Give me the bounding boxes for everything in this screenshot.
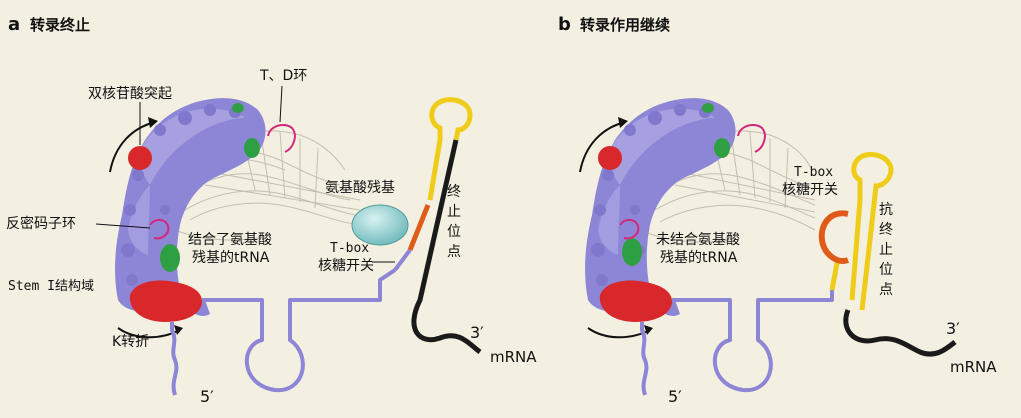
label-td-loop: T、D环	[259, 68, 307, 84]
svg-text:止: 止	[879, 242, 893, 258]
k-turn-region-a	[129, 280, 203, 322]
panel-a-title: 转录终止	[30, 16, 90, 34]
dinucleotide-bulge-a	[128, 146, 152, 170]
k-turn-region-b	[599, 280, 673, 322]
tbox-arc-b	[818, 210, 850, 264]
svg-text:终: 终	[447, 184, 461, 200]
terminator-orange-a	[407, 204, 431, 251]
label-tbox-a-1: T-box	[330, 241, 369, 256]
arrow-head-bottom-b	[644, 325, 653, 335]
leader-strand-a	[170, 268, 397, 396]
terminator-black-a	[411, 139, 482, 355]
svg-text:止: 止	[447, 204, 461, 220]
stem-i-protein-b	[585, 98, 766, 322]
label-tbox-b-1: T-box	[794, 165, 833, 180]
panel-b: b 转录作用继续	[558, 14, 997, 406]
antiterminator-yellow-b	[829, 151, 894, 311]
label-uncharged-trna-1: 未结合氨基酸	[656, 231, 740, 248]
td-loop-a	[267, 123, 296, 153]
anticodon-loop-a	[149, 218, 170, 240]
label-k-turn: K转折	[112, 334, 149, 350]
label-terminator-vertical: 终 止 位 点	[447, 184, 461, 260]
dinucleotide-bulge-b	[598, 146, 622, 170]
arrow-head-bottom-a	[174, 325, 183, 335]
label-mrna-a: mRNA	[490, 348, 537, 366]
label-stem-domain: Stem I结构域	[8, 279, 94, 294]
anticodon-loop-b	[619, 218, 640, 240]
green-patch-b2	[714, 138, 730, 158]
stem-i-protein-a	[115, 98, 296, 322]
svg-text:位: 位	[447, 224, 461, 240]
panel-b-letter: b	[558, 14, 571, 35]
panel-b-title: 转录作用继续	[580, 16, 670, 34]
amino-acid-residue	[351, 204, 409, 246]
label-double-nucleotide: 双核苷酸突起	[88, 86, 172, 102]
green-patch-a1	[160, 244, 180, 272]
label-five-prime-b: 5′	[668, 387, 682, 406]
svg-text:点: 点	[879, 282, 893, 298]
panel-a: a 转录终止	[6, 14, 537, 406]
svg-text:点: 点	[447, 244, 461, 260]
label-charged-trna-1: 结合了氨基酸	[188, 231, 272, 248]
td-loop-b	[737, 123, 766, 153]
svg-text:抗: 抗	[879, 202, 893, 218]
arrow-head-top-b	[618, 117, 628, 128]
green-patch-b1	[622, 238, 642, 266]
label-uncharged-trna-2: 残基的tRNA	[660, 249, 738, 266]
label-three-prime-b: 3′	[946, 319, 960, 338]
label-three-prime-a: 3′	[470, 323, 484, 342]
rotation-arrow-top-b	[579, 121, 626, 173]
label-anticodon-loop: 反密码子环	[6, 215, 76, 232]
svg-text:终: 终	[879, 222, 893, 238]
label-five-prime-a: 5′	[200, 387, 214, 406]
label-antiterminator-vertical: 抗 终 止 位 点	[879, 202, 893, 298]
green-patch-a2	[244, 138, 260, 158]
arrow-head-top-a	[148, 117, 158, 128]
svg-text:位: 位	[879, 262, 893, 278]
label-mrna-b: mRNA	[950, 358, 997, 376]
label-tbox-b-2: 核糖开关	[782, 182, 838, 198]
mrna-black-b	[843, 309, 957, 357]
leader-strand-b	[640, 290, 834, 396]
terminator-yellow-a	[427, 97, 473, 201]
label-charged-trna-2: 残基的tRNA	[192, 249, 270, 266]
panel-a-letter: a	[8, 14, 20, 35]
terminator-lavender-a	[393, 248, 412, 272]
green-patch-a3	[232, 103, 244, 113]
label-tbox-a-2: 核糖开关	[318, 258, 374, 274]
label-amino-acid: 氨基酸残基	[325, 179, 395, 196]
green-patch-b3	[702, 103, 714, 113]
rotation-arrow-top-a	[109, 121, 156, 173]
